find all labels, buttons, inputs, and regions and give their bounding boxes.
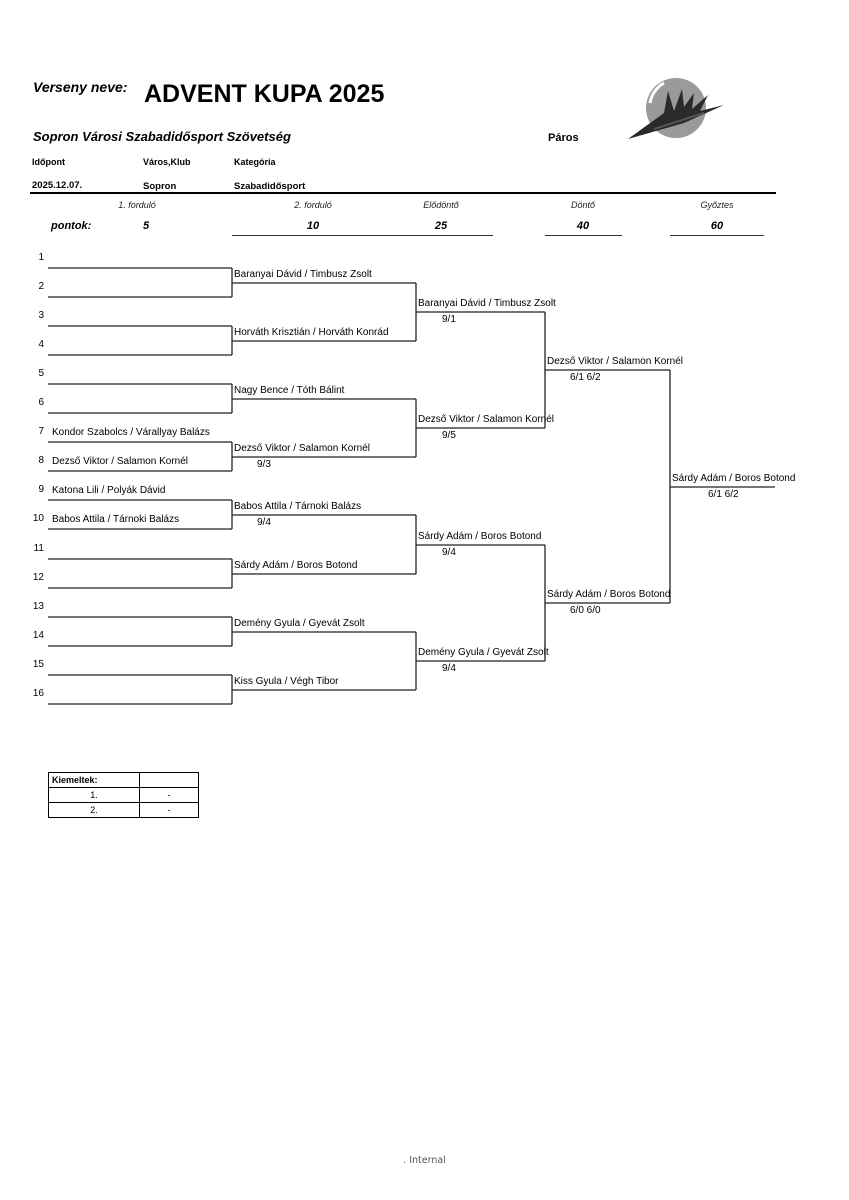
semifinal-score: 9/4 (442, 547, 456, 558)
competition-title: ADVENT KUPA 2025 (144, 80, 385, 108)
slot-number: 10 (32, 513, 44, 524)
slot-number: 5 (38, 368, 44, 379)
semifinal-score: 9/1 (442, 314, 456, 325)
seed-rank: 1. (48, 787, 140, 803)
points-final: 40 (576, 220, 590, 232)
seeds-table: Kiemeltek: 1. - 2. - (48, 772, 199, 818)
slot-number: 4 (38, 339, 44, 350)
semifinal-entry: Demény Gyula / Gyevát Zsolt (418, 647, 549, 658)
slot-number: 1 (38, 252, 44, 263)
semifinal-score: 9/4 (442, 663, 456, 674)
final-entry: Sárdy Adám / Boros Botond (547, 589, 671, 600)
round2-entry: Kiss Gyula / Végh Tibor (234, 676, 339, 687)
winner-score: 6/1 6/2 (708, 489, 739, 500)
points-underline (545, 235, 622, 236)
slot-number: 6 (38, 397, 44, 408)
round-label-2: 2. forduló (294, 200, 332, 210)
slot-number: 15 (32, 659, 44, 670)
slot-number: 12 (32, 572, 44, 583)
seeds-title: Kiemeltek: (48, 772, 140, 788)
points-label: pontok: (51, 220, 92, 232)
round2-entry: Dezső Viktor / Salamon Kornél (234, 443, 370, 454)
points-round1: 5 (142, 220, 150, 232)
slot-number: 13 (32, 601, 44, 612)
category-value: Szabadidősport (234, 181, 306, 192)
final-score: 6/1 6/2 (570, 372, 601, 383)
slot-number: 14 (32, 630, 44, 641)
seed-name: - (139, 802, 199, 818)
round2-entry: Horváth Krisztián / Horváth Konrád (234, 327, 389, 338)
round2-score: 9/4 (257, 517, 271, 528)
format-label: Páros (548, 132, 579, 144)
seed-rank: 2. (48, 802, 140, 818)
semifinal-entry: Sárdy Adám / Boros Botond (418, 531, 542, 542)
round1-entry: Babos Attila / Tárnoki Balázs (52, 514, 180, 525)
semifinal-score: 9/5 (442, 430, 456, 441)
round1-entry: Katona Lili / Polyák Dávid (52, 485, 166, 496)
seed-name: - (139, 787, 199, 803)
round-label-semi: Elődöntő (423, 200, 459, 210)
round2-score: 9/3 (257, 459, 271, 470)
round1-entry: Kondor Szabolcs / Várallyay Balázs (52, 427, 210, 438)
points-winner: 60 (710, 220, 724, 232)
date-label: Időpont (32, 157, 65, 167)
bracket-lines (48, 267, 775, 705)
points-underline (389, 235, 493, 236)
points-round2: 10 (306, 220, 320, 232)
points-underline (232, 235, 392, 236)
points-underline (670, 235, 764, 236)
round-label-1: 1. forduló (118, 200, 156, 210)
mfsz-logo-icon (624, 73, 730, 148)
round2-entry: Sárdy Adám / Boros Botond (234, 560, 358, 571)
category-label: Kategória (234, 157, 276, 167)
points-semi: 25 (434, 220, 448, 232)
seeds-header-empty (139, 772, 199, 788)
semifinal-entry: Dezső Viktor / Salamon Kornél (418, 414, 554, 425)
round2-entry: Babos Attila / Tárnoki Balázs (234, 501, 362, 512)
winner-entry: Sárdy Adám / Boros Botond (672, 473, 796, 484)
semifinal-entry: Baranyai Dávid / Timbusz Zsolt (418, 298, 556, 309)
round2-entry: Baranyai Dávid / Timbusz Zsolt (234, 269, 372, 280)
slot-number: 8 (38, 455, 44, 466)
slot-number: 11 (33, 543, 44, 554)
city-label: Város,Klub (143, 157, 191, 167)
header-divider (30, 192, 776, 194)
slot-number: 2 (38, 281, 44, 292)
round2-entry: Nagy Bence / Tóth Bálint (234, 385, 345, 396)
round1-entry: Dezső Viktor / Salamon Kornél (52, 456, 188, 467)
round-label-winner: Győztes (700, 200, 734, 210)
competition-name-label: Verseny neve: (33, 79, 128, 95)
round-label-final: Döntő (570, 200, 596, 210)
organizer-name: Sopron Városi Szabadidősport Szövetség (33, 129, 291, 144)
final-score: 6/0 6/0 (570, 605, 601, 616)
slot-number: 9 (38, 484, 44, 495)
date-value: 2025.12.07. (32, 180, 83, 191)
slot-number: 3 (38, 310, 44, 321)
footer-classification: . Internal (403, 1155, 446, 1166)
city-value: Sopron (143, 181, 177, 192)
slot-number: 16 (32, 688, 44, 699)
round2-entry: Demény Gyula / Gyevát Zsolt (234, 618, 365, 629)
slot-number: 7 (38, 426, 44, 437)
final-entry: Dezső Viktor / Salamon Kornél (547, 356, 683, 367)
